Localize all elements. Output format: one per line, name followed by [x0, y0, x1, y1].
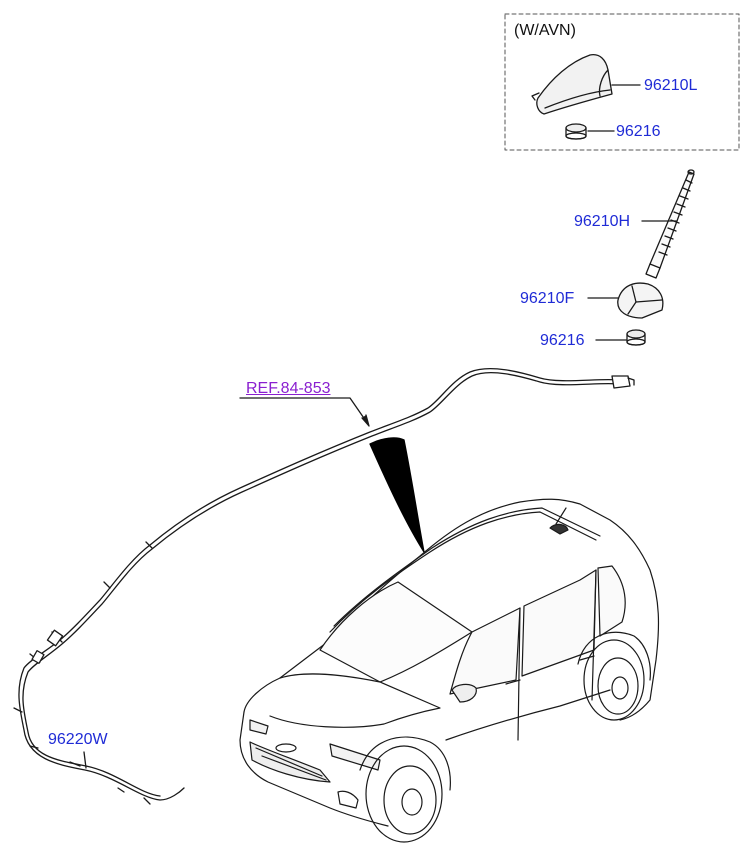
- variant-box: [504, 13, 740, 151]
- antenna-cable: [13, 368, 635, 805]
- part-label-96216[interactable]: 96216: [540, 332, 585, 349]
- part-label-96210L[interactable]: 96210L: [644, 77, 698, 94]
- ref-leader-line: [239, 397, 369, 425]
- part-label-96220W[interactable]: 96220W: [48, 731, 108, 748]
- antenna-rod-icon: [645, 169, 695, 279]
- ref-link[interactable]: REF.84-853: [246, 380, 331, 397]
- part-label-96210H[interactable]: 96210H: [574, 213, 631, 230]
- vehicle-suv-icon: [239, 498, 660, 843]
- leader-96220W: [83, 751, 87, 769]
- part-label-96216-box[interactable]: 96216: [616, 123, 661, 140]
- antenna-base-icon: [617, 282, 664, 319]
- gasket-icon: [626, 329, 646, 346]
- gasket-icon-box: [565, 123, 587, 140]
- variant-caption: (W/AVN): [514, 22, 576, 39]
- shark-fin-antenna-icon: [531, 54, 613, 115]
- part-label-96210F[interactable]: 96210F: [520, 290, 575, 307]
- pointer-wedge: [369, 437, 425, 553]
